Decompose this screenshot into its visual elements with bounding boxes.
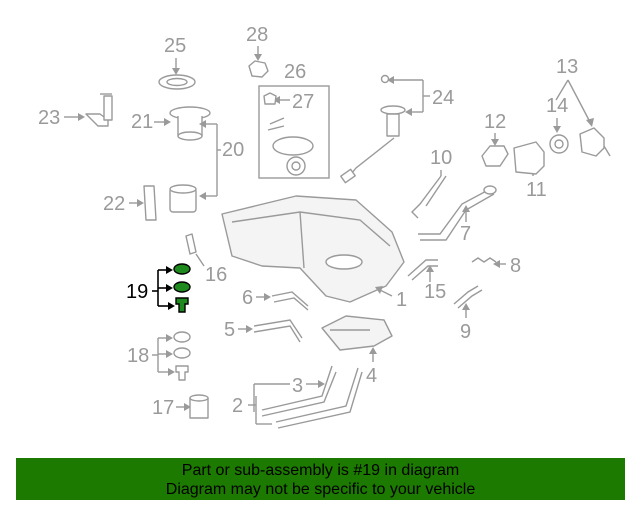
part-18-washer-lower <box>173 347 191 359</box>
callout-8: 8 <box>510 255 521 277</box>
callout-26: 26 <box>284 61 306 83</box>
part-9-hose <box>453 285 479 305</box>
part-3-strap <box>261 365 333 411</box>
part-18-bolt <box>175 365 189 381</box>
callout-7: 7 <box>460 223 471 245</box>
callout-13: 13 <box>556 56 578 78</box>
callout-5: 5 <box>224 319 235 341</box>
part-19-washer-lower <box>173 281 191 293</box>
banner-line-1: Part or sub-assembly is #19 in diagram <box>181 462 460 479</box>
callout-20: 20 <box>222 139 244 161</box>
callout-28: 28 <box>246 24 268 46</box>
callout-14: 14 <box>546 95 568 117</box>
callout-11: 11 <box>526 179 547 201</box>
callout-19: 19 <box>126 281 148 303</box>
callout-27: 27 <box>292 91 314 113</box>
part-27-retainer <box>263 92 277 105</box>
callout-23: 23 <box>38 107 60 129</box>
callout-3: 3 <box>292 375 303 397</box>
part-18-washer-upper <box>173 331 191 343</box>
callout-15: 15 <box>424 281 446 303</box>
part-11-door <box>513 141 545 175</box>
callout-22: 22 <box>103 193 125 215</box>
info-banner: Part or sub-assembly is #19 in diagram D… <box>16 458 625 500</box>
banner-line-2: Diagram may not be specific to your vehi… <box>165 481 476 498</box>
part-7-pipe <box>418 187 493 235</box>
part-19-washer-upper <box>173 263 191 275</box>
callout-16: 16 <box>205 264 227 286</box>
part-4-shield <box>321 315 393 351</box>
callout-4: 4 <box>366 365 377 387</box>
part-2-strap <box>275 367 359 423</box>
callout-25: 25 <box>164 35 186 57</box>
callout-1: 1 <box>396 289 407 311</box>
callout-6: 6 <box>242 287 253 309</box>
callout-12: 12 <box>484 111 506 133</box>
part-26-box <box>258 85 330 179</box>
part-19-bolt <box>175 297 189 313</box>
parts-diagram: 25 28 26 27 24 23 21 20 22 <box>38 24 611 429</box>
part-15-hose <box>407 259 438 277</box>
part-8-clip <box>471 257 497 263</box>
part-12-grommet <box>481 145 509 167</box>
part-1-fuel-tank <box>221 195 405 303</box>
part-23-sensor <box>85 113 109 127</box>
part-5-strap <box>253 319 303 339</box>
part-6-strap <box>271 291 309 307</box>
part-28-clip <box>248 60 269 78</box>
callout-2: 2 <box>232 395 243 417</box>
part-13-cap <box>579 127 605 157</box>
part-10-pipe <box>411 175 442 219</box>
callout-10: 10 <box>430 147 452 169</box>
part-22-bracket <box>143 185 157 221</box>
callout-24: 24 <box>432 87 454 109</box>
callout-21: 21 <box>131 111 153 133</box>
part-16-valve <box>185 233 197 255</box>
part-24-sender <box>380 105 406 115</box>
callout-17: 17 <box>152 397 174 419</box>
callout-18: 18 <box>127 345 149 367</box>
callout-9: 9 <box>460 321 471 343</box>
